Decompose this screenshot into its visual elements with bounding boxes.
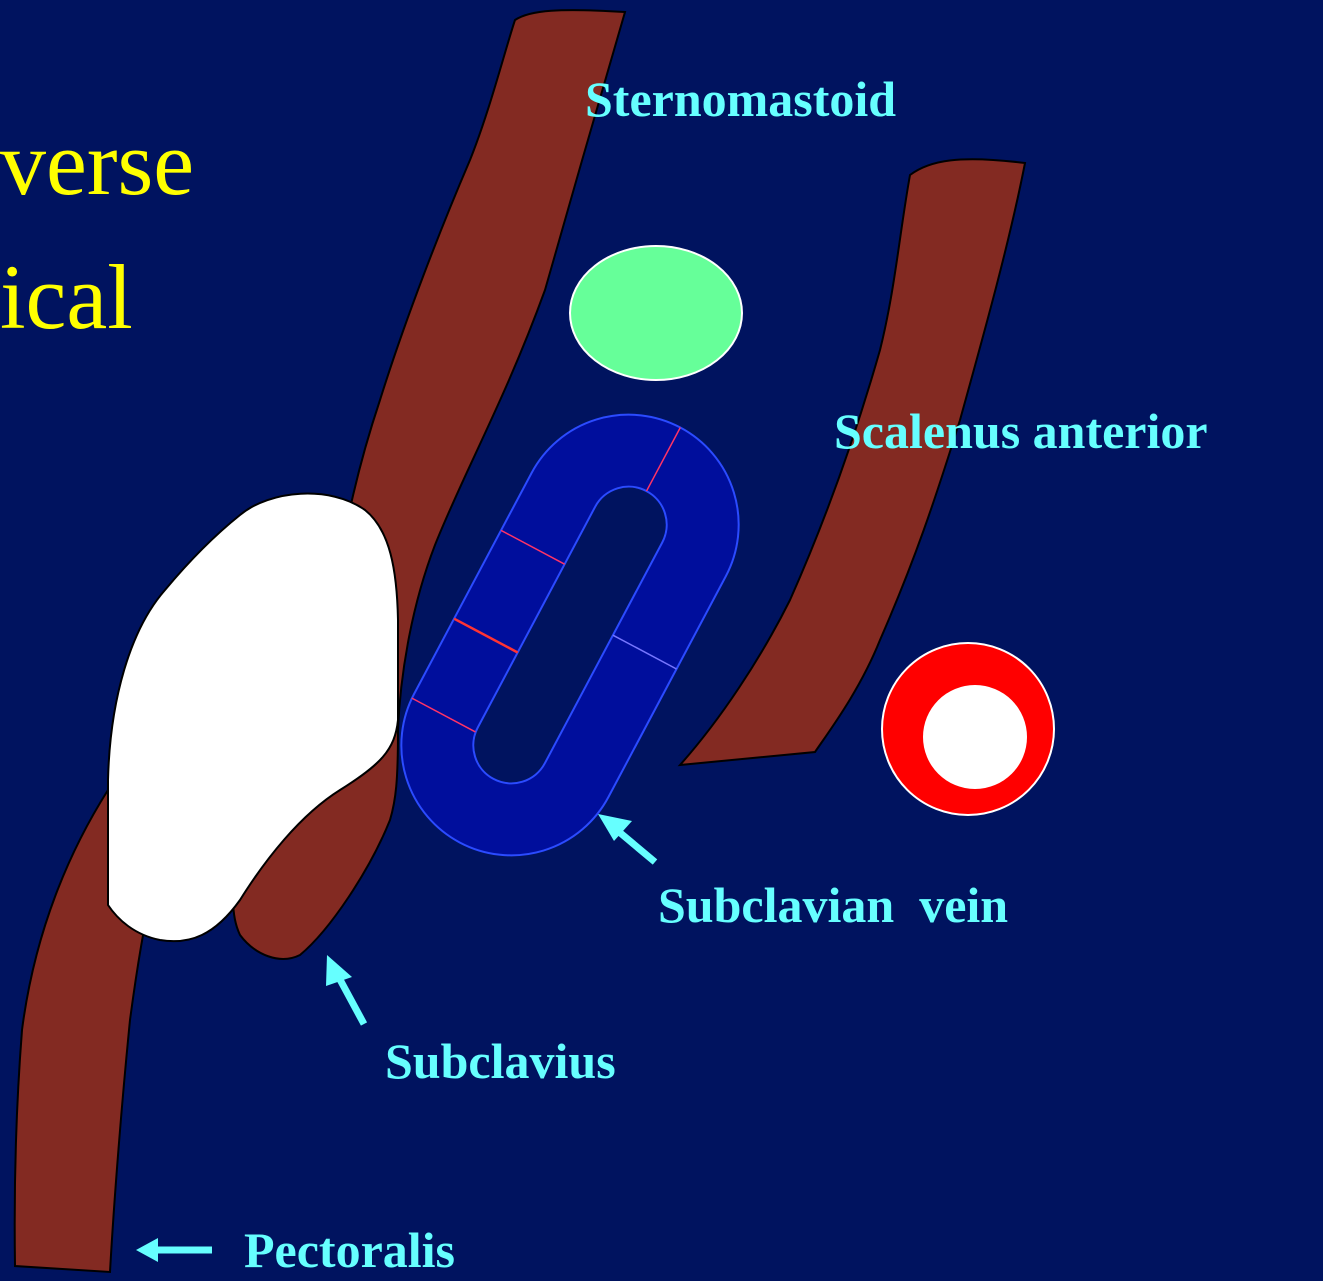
artery-lumen [923, 685, 1027, 789]
pectoralis-arrow [136, 1238, 212, 1262]
slide-title-line-2: ical [0, 251, 133, 343]
label-subclavius: Subclavius [385, 1036, 616, 1086]
label-subclavian-vein: Subclavian vein [658, 880, 1008, 930]
subclavian-vein-arrow [598, 814, 655, 862]
label-sternomastoid: Sternomastoid [585, 74, 896, 124]
nerve-ellipse [570, 246, 742, 380]
subclavius-arrow [326, 955, 364, 1024]
slide-title-line-1: verse [0, 117, 194, 209]
label-scalenus-anterior: Scalenus anterior [834, 406, 1208, 456]
label-pectoralis: Pectoralis [244, 1225, 455, 1275]
